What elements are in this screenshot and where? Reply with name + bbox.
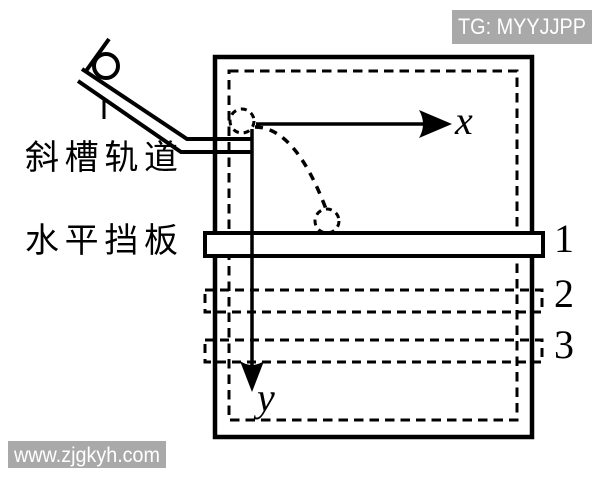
watermark-top-right-bg (452, 10, 592, 44)
y-axis-arrow (240, 129, 264, 392)
x-axis-label: x (454, 98, 473, 143)
board-1 (203, 231, 545, 258)
watermark-bottom-left: www.zjgkyh.com (8, 441, 166, 468)
chute-track-label: 斜槽轨道 (25, 139, 178, 177)
board-2-label: 2 (554, 271, 574, 316)
ball-on-board (313, 207, 341, 235)
board-3 (203, 338, 544, 364)
ball-at-launch (228, 107, 256, 135)
box-inner-dashed-wall (227, 69, 519, 422)
x-axis-arrowhead (419, 110, 452, 138)
y-axis-arrowhead (240, 361, 264, 392)
x-axis-arrow (256, 110, 452, 138)
chute-upper-rail (80, 67, 252, 141)
watermark-top-right-text: TG: MYYJJPP (458, 14, 586, 39)
baffle-label: 水平挡板 (25, 222, 178, 260)
watermark-top-right: TG: MYYJJPP (452, 10, 592, 44)
trajectory-path (254, 125, 328, 210)
board-1-label: 1 (554, 216, 574, 261)
ball-on-chute (92, 52, 120, 80)
watermark-bottom-left-text: www.zjgkyh.com (13, 444, 160, 467)
watermark-bottom-left-bg (8, 441, 166, 468)
board-3-label: 3 (554, 322, 574, 367)
board-2 (203, 288, 544, 314)
y-axis-label: y (253, 375, 275, 420)
chute-lower-rail (76, 79, 252, 154)
